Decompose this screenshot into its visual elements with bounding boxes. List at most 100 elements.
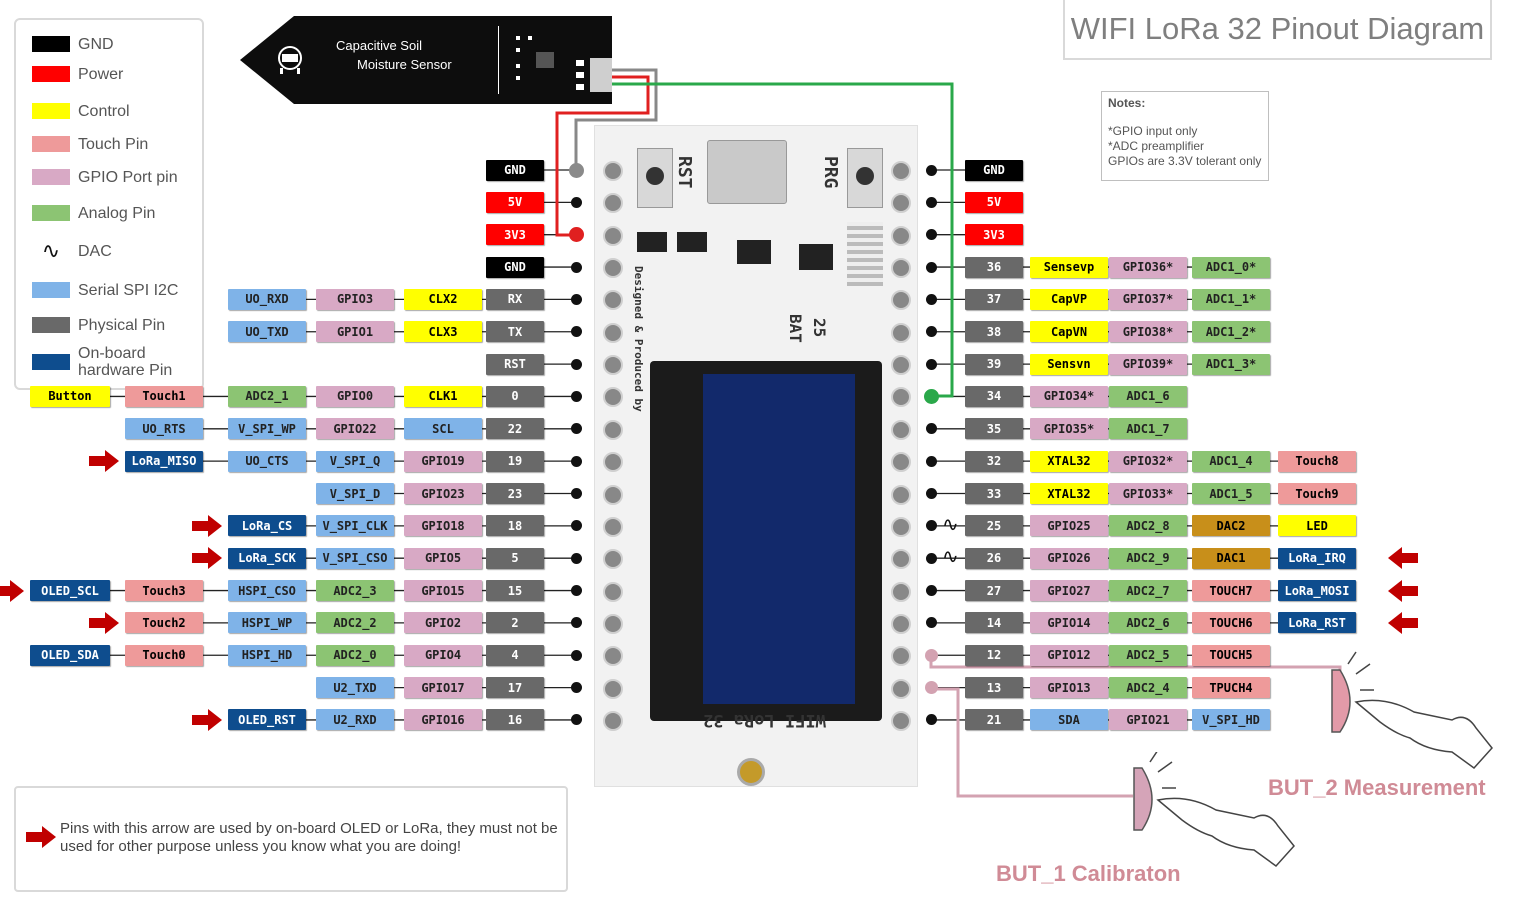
left-pin-label: RST: [486, 354, 544, 375]
pin-dot: [571, 359, 582, 370]
right-pin-label: TOUCH7: [1192, 580, 1270, 601]
pin-dot: [926, 294, 937, 305]
right-pin-label: GPIO39*: [1109, 354, 1187, 375]
right-pin-label: 5V: [965, 192, 1023, 213]
left-pin-label: GPIO19: [404, 451, 482, 472]
right-pin-label: GPIO25: [1030, 515, 1108, 536]
left-pin-label: 4: [486, 645, 544, 666]
left-pin-label: UO_CTS: [228, 451, 306, 472]
left-pin-label: ADC2_2: [316, 612, 394, 633]
pin-dot: [926, 197, 937, 208]
left-pin-label: 16: [486, 709, 544, 730]
rst-button: [637, 148, 673, 208]
pin-dot: [571, 714, 582, 725]
pin-dot: [569, 163, 584, 178]
left-pin-label: Button: [30, 386, 110, 407]
left-pin-label: GPIO5: [404, 548, 482, 569]
pin-dot: [571, 391, 582, 402]
chip: [677, 232, 707, 252]
left-pin-label: 17: [486, 677, 544, 698]
right-pin-label: DAC1: [1192, 548, 1270, 569]
prg-label: PRG: [820, 156, 841, 189]
header-pin: [603, 679, 623, 699]
right-pin-label: 21: [965, 709, 1023, 730]
header-pin: [603, 549, 623, 569]
pin-dot: [926, 423, 937, 434]
left-pin-label: LoRa_SCK: [228, 548, 306, 569]
pin-dot: [571, 488, 582, 499]
right-pin-label: GPIO35*: [1030, 418, 1108, 439]
right-pin-connectors: [931, 170, 1356, 720]
right-pin-label: 38: [965, 321, 1023, 342]
legend-item: ∿DAC: [32, 237, 198, 265]
left-pin-label: LoRa_CS: [228, 515, 306, 536]
right-pin-label: TPUCH4: [1192, 677, 1270, 698]
header-pin: [891, 420, 911, 440]
right-pin-label: ADC2_4: [1109, 677, 1187, 698]
left-pin-label: V_SPI_Q: [316, 451, 394, 472]
pin-dot: [926, 359, 937, 370]
designed-label: Designed & Produced by: [632, 266, 645, 412]
left-pin-label: UO_RXD: [228, 289, 306, 310]
legend-swatch: [32, 282, 70, 298]
legend-item: GPIO Port pin: [32, 163, 198, 191]
left-pin-label: UO_TXD: [228, 321, 306, 342]
pin-dot: [571, 650, 582, 661]
left-pin-label: 23: [486, 483, 544, 504]
right-pin-label: GPIO34*: [1030, 386, 1108, 407]
right-pin-label: GPIO13: [1030, 677, 1108, 698]
pin-dot: [571, 294, 582, 305]
warning-arrow-icon: [1388, 547, 1418, 569]
but1-wire: [931, 689, 1133, 796]
left-pin-label: CLX2: [404, 289, 482, 310]
right-pin-label: 39: [965, 354, 1023, 375]
legend-item: Physical Pin: [32, 311, 198, 339]
antenna-trace: [847, 222, 883, 286]
right-pin-label: DAC2: [1192, 515, 1270, 536]
note-line: *ADC preamplifier: [1108, 139, 1262, 154]
right-pin-label: XTAL32: [1030, 483, 1108, 504]
right-pin-label: 27: [965, 580, 1023, 601]
notes-box: Notes: *GPIO input only *ADC preamplifie…: [1101, 91, 1269, 181]
left-pin-label: 5: [486, 548, 544, 569]
header-pin: [603, 646, 623, 666]
right-pin-label: LoRa_MOSI: [1278, 580, 1356, 601]
chip: [799, 244, 833, 270]
right-pin-label: ADC1_1*: [1192, 289, 1270, 310]
left-pin-label: U2_TXD: [316, 677, 394, 698]
footer-note: Pins with this arrow are used by on-boar…: [14, 786, 568, 892]
usb-connector: [707, 140, 787, 204]
header-pin: [891, 582, 911, 602]
header-pin: [603, 355, 623, 375]
header-pin: [891, 549, 911, 569]
footer-text: Pins with this arrow are used by on-boar…: [60, 820, 560, 856]
header-pin: [891, 517, 911, 537]
header-pin: [891, 679, 911, 699]
left-pin-label: GPIO23: [404, 483, 482, 504]
left-pin-label: Touch0: [125, 645, 203, 666]
right-pin-label: ADC2_8: [1109, 515, 1187, 536]
header-pin: [603, 452, 623, 472]
left-pin-label: GPIO17: [404, 677, 482, 698]
left-pin-label: V_SPI_WP: [228, 418, 306, 439]
chip: [737, 240, 771, 264]
legend-label: Physical Pin: [78, 317, 198, 334]
right-pin-label: 33: [965, 483, 1023, 504]
left-pin-label: 19: [486, 451, 544, 472]
left-pin-label: GPIO1: [316, 321, 394, 342]
pin25-label: 25: [810, 318, 829, 337]
right-pin-label: 32: [965, 451, 1023, 472]
right-pin-label: LED: [1278, 515, 1356, 536]
prg-button: [847, 148, 883, 208]
pin-dot: [571, 326, 582, 337]
legend-label: DAC: [78, 243, 198, 260]
note-line: *GPIO input only: [1108, 124, 1262, 139]
header-pin: [891, 323, 911, 343]
warning-arrow-icon: [192, 709, 222, 731]
pin-dot: [571, 682, 582, 693]
legend-label: On-board hardware Pin: [78, 345, 198, 379]
header-pin: [603, 517, 623, 537]
pin-dot: [925, 681, 938, 694]
right-pin-label: ADC2_5: [1109, 645, 1187, 666]
warning-arrow-icon: [89, 450, 119, 472]
